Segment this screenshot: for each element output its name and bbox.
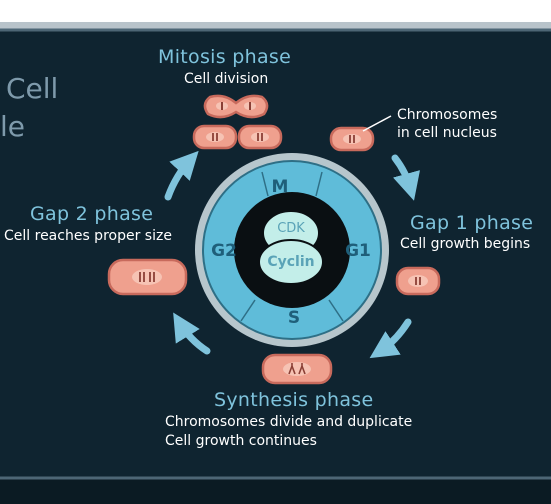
arrow-to-mitosis xyxy=(164,150,199,201)
cell-synthesis xyxy=(261,353,333,385)
cdk-label: CDK xyxy=(277,221,305,236)
cell-annotated xyxy=(329,126,375,152)
gap1-title: Gap 1 phase xyxy=(410,212,534,234)
mitosis-subtitle: Cell division xyxy=(184,71,269,87)
gap1-subtitle: Cell growth begins xyxy=(400,236,531,252)
synthesis-line1: Chromosomes divide and duplicate xyxy=(165,414,413,430)
arrow-to-synthesis xyxy=(369,318,412,359)
wheel-label-m: M xyxy=(272,177,289,197)
cell-gap2 xyxy=(107,258,188,296)
cell-gap1 xyxy=(395,266,441,296)
cycle-wheel: CDK Cyclin M G1 G2 S xyxy=(195,153,389,347)
gap2-title: Gap 2 phase xyxy=(30,203,154,225)
annotation-line2: in cell nucleus xyxy=(397,125,497,141)
page-title-line1: Cell xyxy=(6,72,59,105)
cell-mitosis-left xyxy=(192,124,238,150)
cycle-arrows xyxy=(164,150,420,359)
gap2-subtitle: Cell reaches proper size xyxy=(4,228,172,244)
arrow-to-gap2 xyxy=(173,312,211,355)
page-title-line2: le xyxy=(0,110,26,143)
cell-mitosis-right xyxy=(237,124,283,150)
synthesis-line2: Cell growth continues xyxy=(165,433,317,449)
wheel-label-g1: G1 xyxy=(345,241,371,261)
wheel-label-s: S xyxy=(288,308,300,328)
annotation-line1: Chromosomes xyxy=(397,107,498,123)
cyclin-protein xyxy=(258,239,324,285)
synthesis-title: Synthesis phase xyxy=(214,389,374,411)
cyclin-label: Cyclin xyxy=(267,254,314,270)
arrow-to-gap1 xyxy=(391,154,420,201)
mitosis-title: Mitosis phase xyxy=(158,46,292,68)
cell-mitosis-dividing xyxy=(203,94,269,119)
wheel-label-g2: G2 xyxy=(211,241,237,261)
annotation-pointer xyxy=(362,115,392,132)
